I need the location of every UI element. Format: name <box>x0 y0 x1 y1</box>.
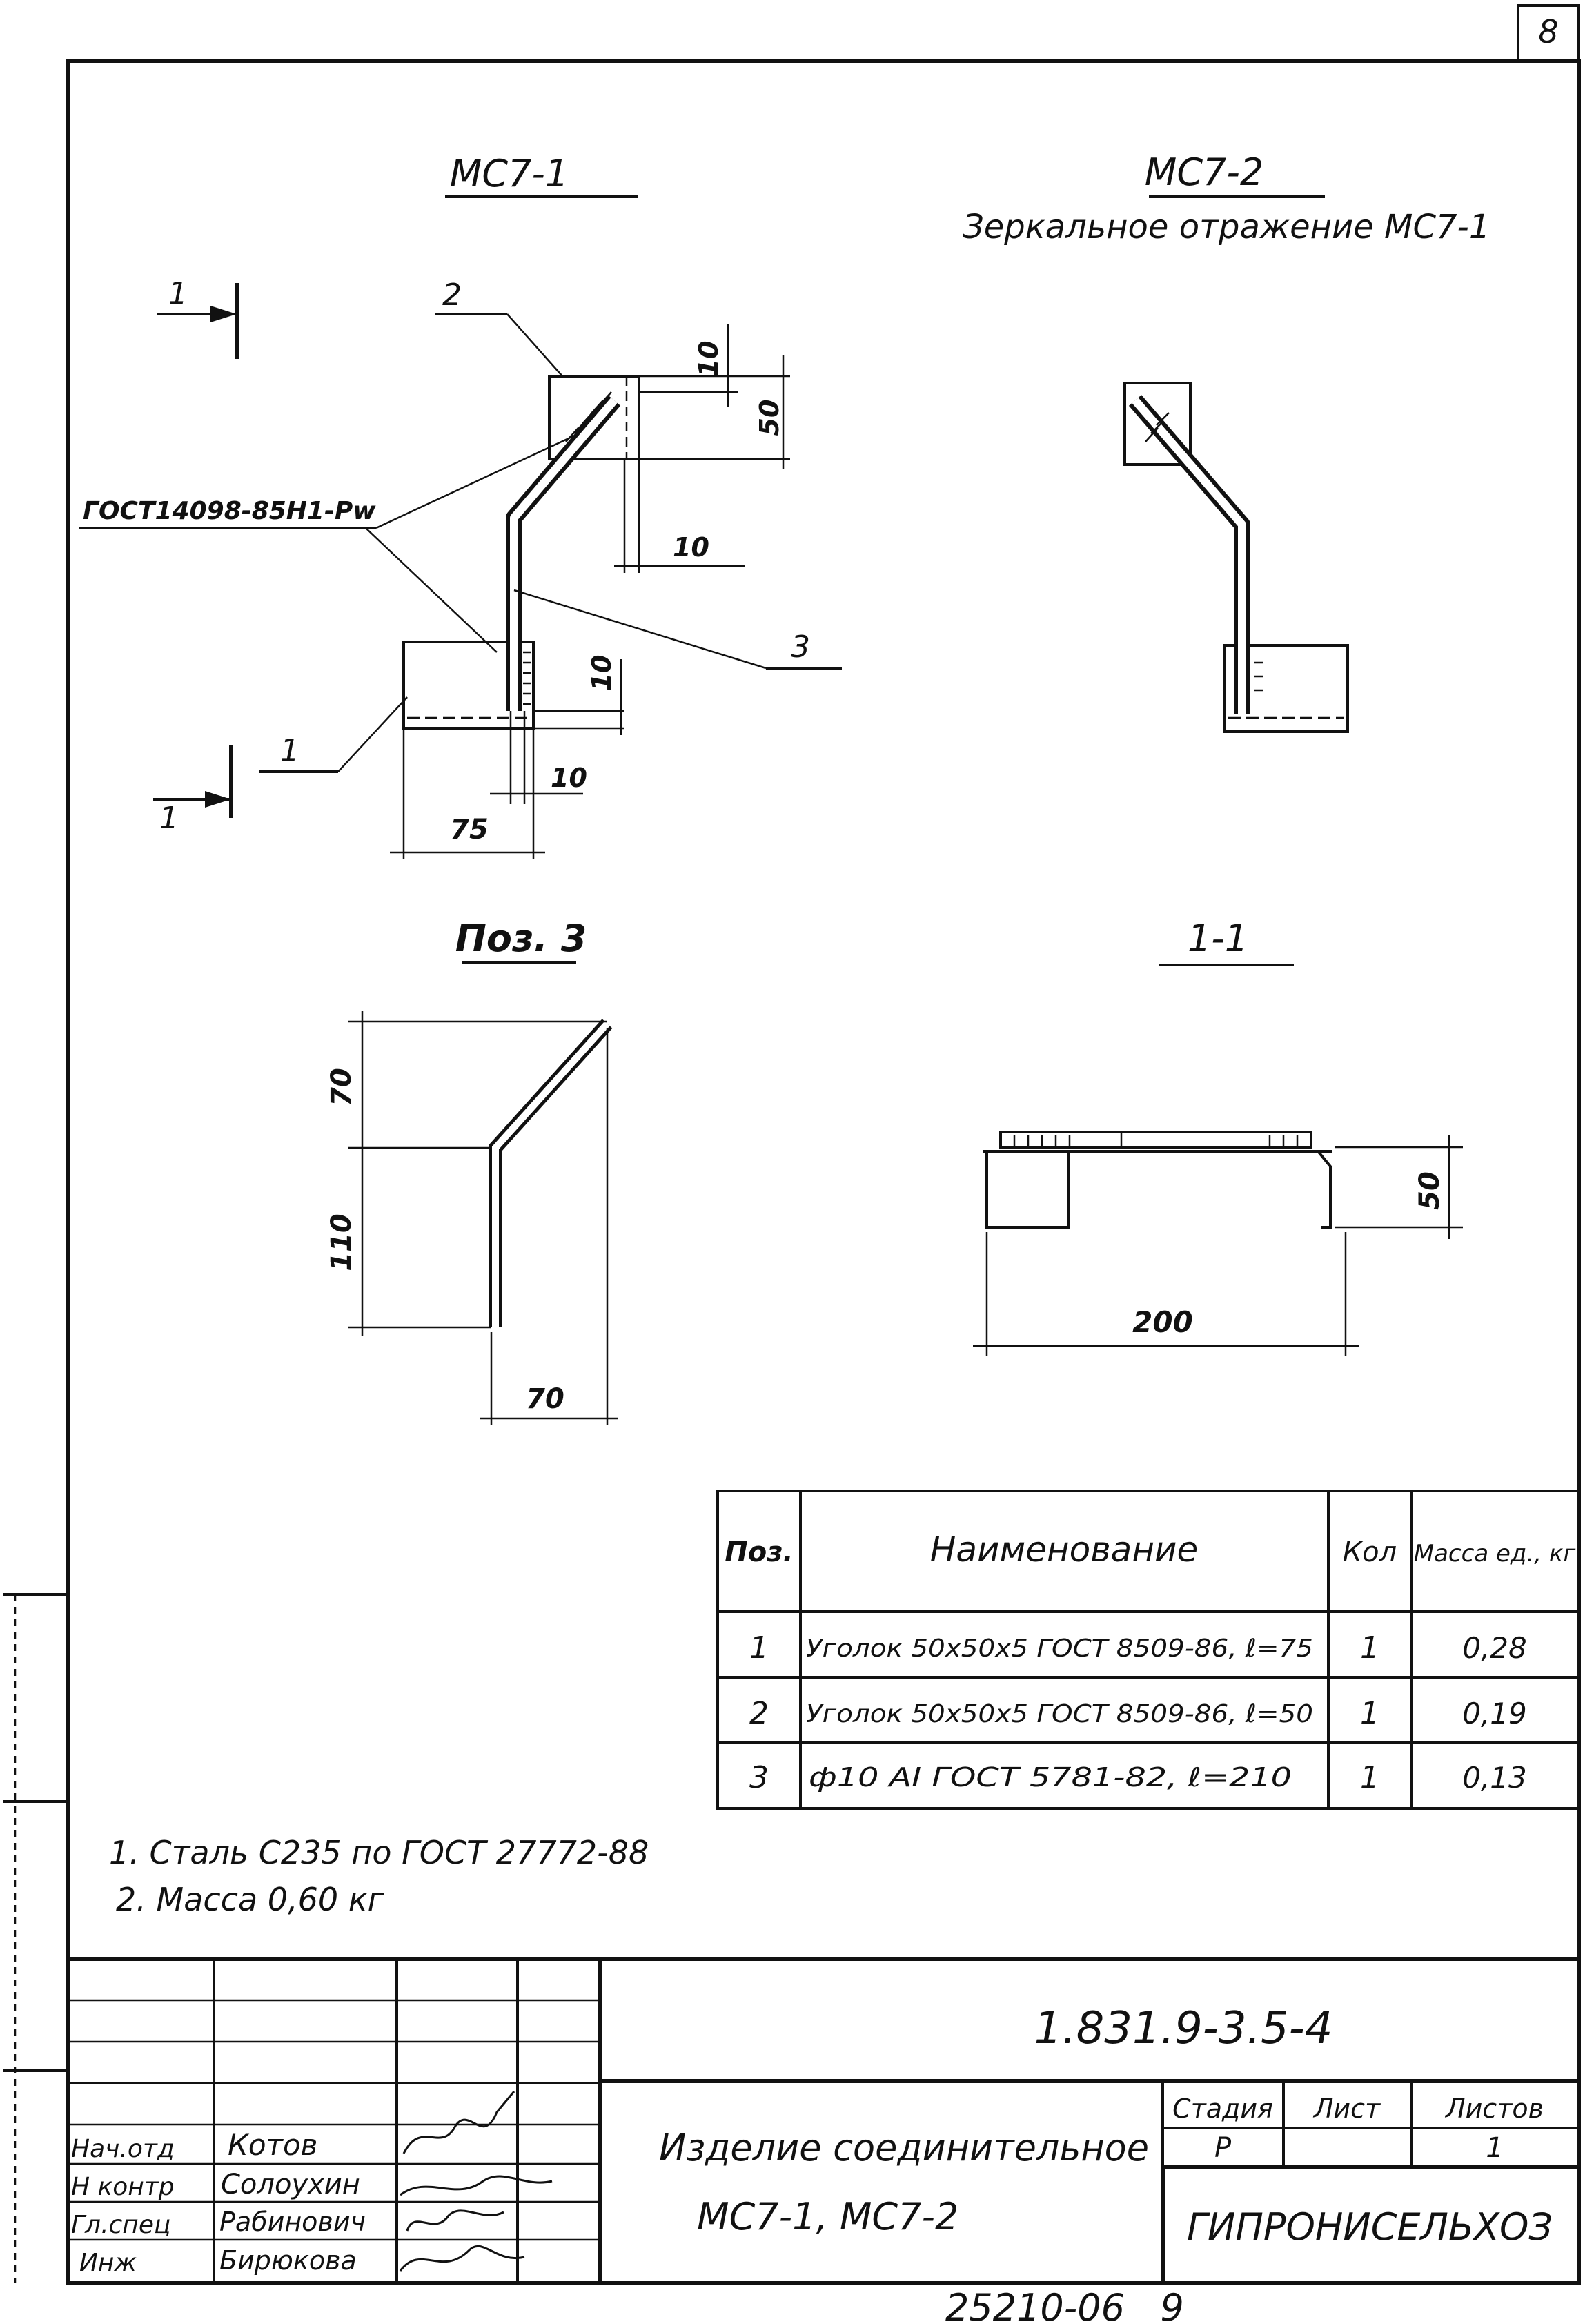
sig-name-1: Котов <box>228 2128 317 2162</box>
spec-row-1-mass: 0,28 <box>1462 1631 1527 1665</box>
view-section-1-1: 1-1 50 200 <box>973 917 1463 1356</box>
dim-mid-10: 10 <box>673 532 709 563</box>
sig-role-4: Инж <box>79 2249 137 2277</box>
view-mc7-1: МС7-1 1 1 <box>79 152 842 859</box>
dim-pos3-110: 110 <box>326 1213 357 1271</box>
spec-table: Поз. Наименование Кол Масса ед., кг 1 Уг… <box>716 1490 1580 1810</box>
dim-top-50: 50 <box>754 400 785 436</box>
product-name-line2: МС7-1, МС7-2 <box>697 2195 958 2238</box>
spec-row-1-qty: 1 <box>1360 1630 1379 1666</box>
spec-row-2-mass: 0,19 <box>1462 1697 1527 1730</box>
table-row: 1 Уголок 50х50х5 ГОСТ 8509-86, ℓ=75 1 0,… <box>749 1630 1527 1666</box>
view-subtitle-mc7-2: Зеркальное отражение МС7-1 <box>963 208 1490 246</box>
dim-section-200: 200 <box>1132 1305 1193 1339</box>
dim-pos3-70-bottom: 70 <box>526 1383 564 1415</box>
footer-code: 25210-06 9 <box>945 2286 1184 2324</box>
spec-header-qty: Кол <box>1343 1536 1397 1568</box>
organization-name: ГИПРОНИСЕЛЬХОЗ <box>1187 2205 1553 2249</box>
section-mark-upper: 1 <box>168 276 188 311</box>
position-label-3: 3 <box>791 629 810 665</box>
product-name-line1: Изделие соединительное <box>659 2126 1149 2169</box>
position-label-2: 2 <box>442 277 462 313</box>
weld-designation: ГОСТ14098-85Н1-Рw <box>83 497 376 525</box>
sig-name-4: Бирюкова <box>219 2245 357 2276</box>
view-mc7-2: МС7-2 Зеркальное отражение МС7-1 <box>963 150 1490 733</box>
spec-row-1-name: Уголок 50х50х5 ГОСТ 8509-86, ℓ=75 <box>806 1634 1313 1663</box>
dim-low-10-horiz: 10 <box>551 763 587 793</box>
spec-header-name: Наименование <box>930 1530 1199 1570</box>
spec-row-2-pos: 2 <box>749 1696 769 1731</box>
spec-row-1-pos: 1 <box>749 1630 769 1666</box>
section-mark-lower: 1 <box>159 801 179 836</box>
weld-hatch-lower <box>523 651 531 705</box>
sig-name-3: Рабинович <box>219 2207 366 2237</box>
sig-role-2: Н контр <box>71 2173 175 2201</box>
note-2: 2. Масса 0,60 кг <box>116 1881 385 1918</box>
stage-label: Стадия <box>1172 2093 1273 2124</box>
spec-header-pos: Поз. <box>725 1536 793 1568</box>
title-block: 1.831.9-3.5-4 Стадия Лист Листов Р 1 Изд… <box>68 1957 1579 2283</box>
spec-row-3-mass: 0,13 <box>1462 1761 1527 1795</box>
doc-code: 1.831.9-3.5-4 <box>1034 2003 1333 2054</box>
sheets-value: 1 <box>1486 2132 1503 2164</box>
position-label-1: 1 <box>280 733 299 768</box>
dim-pos3-70-top: 70 <box>326 1068 357 1106</box>
sheet-label: Лист <box>1312 2093 1381 2124</box>
spec-row-2-name: Уголок 50х50х5 ГОСТ 8509-86, ℓ=50 <box>806 1700 1313 1728</box>
view-title-mc7-2: МС7-2 <box>1145 150 1264 194</box>
sheet-frame: 8 <box>3 4 1581 2285</box>
spec-header-mass: Масса ед., кг <box>1414 1540 1577 1568</box>
sheet-corner-number: 8 <box>1538 13 1558 50</box>
spec-row-3-pos: 3 <box>749 1760 769 1795</box>
table-row: 2 Уголок 50х50х5 ГОСТ 8509-86, ℓ=50 1 0,… <box>749 1696 1527 1731</box>
spec-row-2-qty: 1 <box>1360 1696 1379 1731</box>
sig-name-2: Солоухин <box>221 2169 360 2200</box>
view-pos3: Поз. 3 70 110 70 <box>326 917 618 1425</box>
table-row: 3 ф10 АI ГОСТ 5781-82, ℓ=210 1 0,13 <box>749 1760 1527 1795</box>
dim-width-75: 75 <box>450 814 489 846</box>
sig-role-1: Нач.отд <box>71 2135 175 2163</box>
view-title-mc7-1: МС7-1 <box>450 152 569 195</box>
stage-value: Р <box>1214 2132 1232 2164</box>
sig-role-3: Гл.спец <box>71 2211 171 2239</box>
notes: 1. Сталь С235 по ГОСТ 27772-88 2. Масса … <box>109 1834 649 1918</box>
note-1: 1. Сталь С235 по ГОСТ 27772-88 <box>109 1834 649 1871</box>
sheets-label: Листов <box>1444 2093 1544 2124</box>
view-title-pos3: Поз. 3 <box>455 917 587 960</box>
spec-row-3-qty: 1 <box>1360 1760 1379 1795</box>
spec-row-3-name: ф10 АI ГОСТ 5781-82, ℓ=210 <box>809 1762 1292 1793</box>
dim-low-10-vert: 10 <box>587 655 617 692</box>
dim-section-50: 50 <box>1414 1171 1446 1210</box>
view-title-section: 1-1 <box>1188 917 1248 960</box>
signature-scribbles <box>399 2091 553 2272</box>
dim-top-10: 10 <box>693 341 724 378</box>
